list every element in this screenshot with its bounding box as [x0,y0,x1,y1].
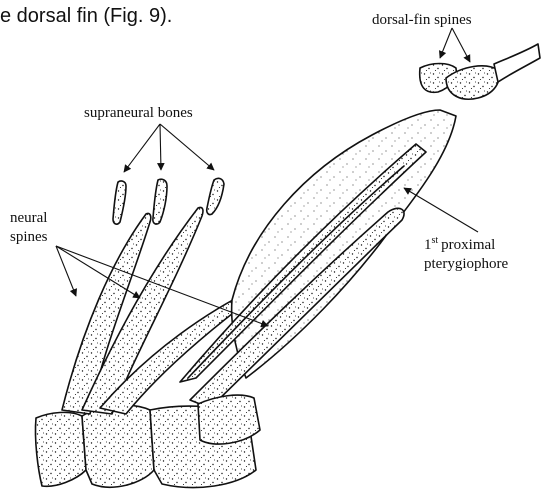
supraneural-bones [113,178,224,224]
leader-pterygiophore [404,188,478,232]
vertebral-centrum [82,405,154,487]
leader-dorsal-fin-spines-a [440,28,452,58]
leader-neural-a [56,246,76,296]
label-proximal-word: proximal [441,237,495,253]
leader-supraneural-b [160,124,161,170]
leader-supraneural-a [124,124,160,172]
supraneural-bone [153,179,167,224]
vertebral-centrum [35,412,86,486]
first-proximal-pterygiophore [180,110,456,444]
label-proximal-number: 1 [424,237,432,253]
leader-supraneural-c [160,124,214,170]
label-neural-spines-line2: spines [10,229,48,245]
pterygiophore-base [198,395,260,444]
label-supraneural-bones: supraneural bones [84,105,193,121]
supraneural-bone [113,181,126,224]
label-dorsal-fin-spines: dorsal-fin spines [372,12,472,28]
dorsal-fin-spine-shaft [494,44,540,82]
leader-dorsal-fin-spines-b [452,28,470,62]
label-proximal-superscript: st [432,235,439,246]
dorsal-fin-spines-group [420,44,540,99]
label-neural-spines-line1: neural [10,210,47,226]
caption-fragment: e dorsal fin (Fig. 9). [0,5,172,27]
label-pterygiophore: pterygiophore [424,256,508,272]
supraneural-bone [207,178,224,214]
